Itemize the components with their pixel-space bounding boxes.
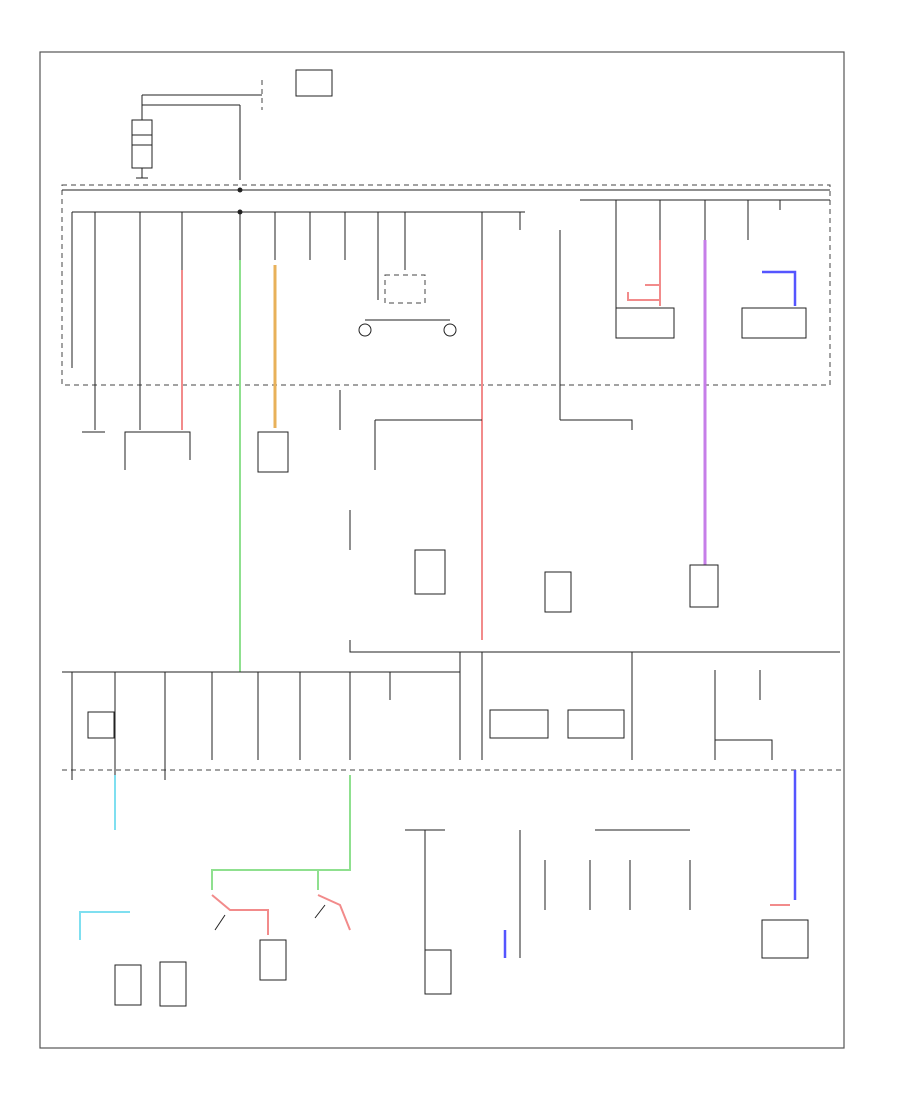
starter-relay-box <box>295 69 333 97</box>
power-window-box <box>259 939 287 981</box>
cruise-control-box <box>544 571 572 613</box>
ig-relay-box <box>384 274 426 304</box>
audio-unit-box <box>424 949 452 995</box>
battery-symbol <box>131 119 153 169</box>
seat-heater-relay-box <box>489 709 549 739</box>
lower-loads <box>79 770 809 1007</box>
green-lower-wire <box>211 775 351 890</box>
diagram-frame <box>39 51 845 1049</box>
interior-relay-box <box>87 711 115 739</box>
under-hood-fuse-box <box>61 184 831 386</box>
fuse-row <box>71 200 781 640</box>
battery-section <box>131 69 333 180</box>
upper-loads <box>82 390 719 760</box>
fuse-box-outline <box>61 184 831 386</box>
blower-box <box>159 961 187 1007</box>
pcm-box <box>257 431 289 473</box>
steering-lock-box <box>761 919 809 959</box>
rear-defog-relay-box <box>567 709 625 739</box>
fuse-box-relays <box>358 240 807 339</box>
under-dash-fuse-box <box>62 651 845 780</box>
horn-relay-box <box>615 307 675 339</box>
horn-box <box>114 964 142 1006</box>
starter-cut-relay-box <box>741 307 807 339</box>
ecm-box <box>414 549 446 595</box>
brake-pedal-switch-box <box>689 564 719 608</box>
